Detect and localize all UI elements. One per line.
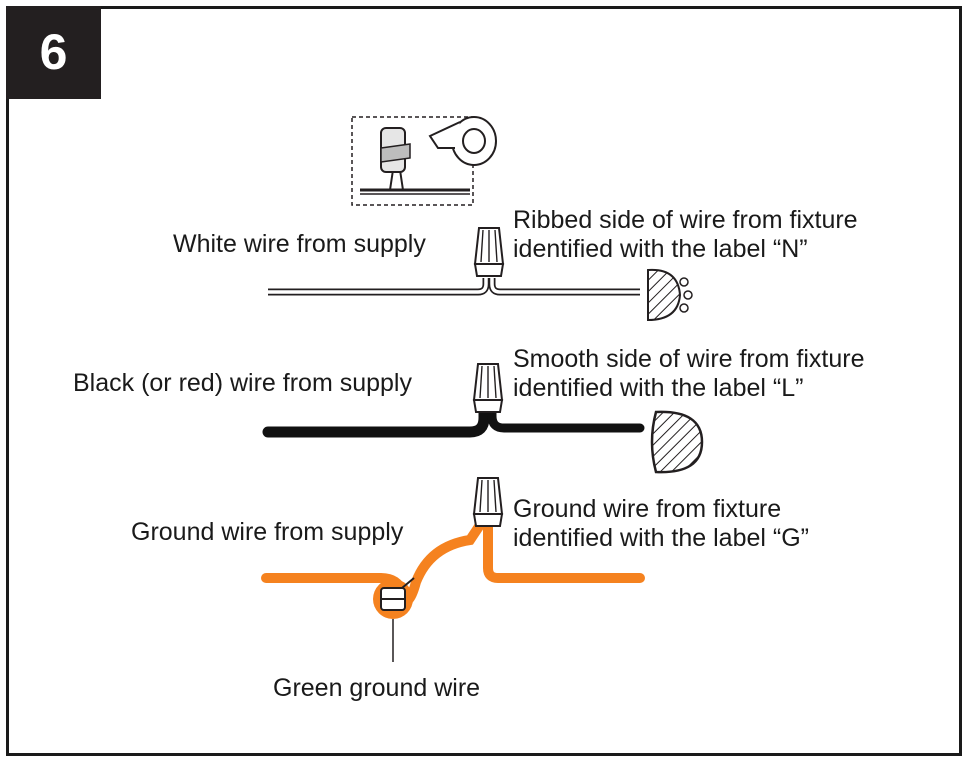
ribbed-wire-end-icon bbox=[647, 268, 693, 322]
white-wire-assembly bbox=[268, 227, 693, 322]
ground-screw-icon bbox=[373, 577, 415, 662]
ground-fixture-label-line1: Ground wire from fixture bbox=[513, 495, 782, 523]
wire-nut-icon bbox=[474, 227, 504, 277]
wire-nut-icon bbox=[473, 363, 503, 413]
tape-inset bbox=[351, 116, 497, 206]
instruction-frame bbox=[6, 6, 962, 756]
wire-nut-icon bbox=[360, 127, 470, 195]
smooth-wire-end-icon bbox=[650, 410, 704, 474]
wire-nut-icon bbox=[473, 477, 503, 527]
ribbed-side-label-line2: identified with the label “N” bbox=[513, 235, 808, 263]
ground-wire-assembly bbox=[261, 477, 645, 662]
smooth-side-label-line1: Smooth side of wire from fixture bbox=[513, 345, 865, 373]
smooth-side-label-line2: identified with the label “L” bbox=[513, 374, 804, 402]
ground-supply-label: Ground wire from supply bbox=[131, 518, 404, 546]
white-supply-label: White wire from supply bbox=[173, 230, 426, 258]
black-supply-label: Black (or red) wire from supply bbox=[73, 369, 412, 397]
ribbed-side-label-line1: Ribbed side of wire from fixture bbox=[513, 206, 858, 234]
step-number-badge: 6 bbox=[6, 6, 101, 99]
green-ground-label: Green ground wire bbox=[273, 674, 481, 702]
black-wire-assembly bbox=[262, 363, 704, 474]
electrical-tape-icon bbox=[428, 116, 497, 166]
ground-fixture-label-line2: identified with the label “G” bbox=[513, 524, 809, 552]
